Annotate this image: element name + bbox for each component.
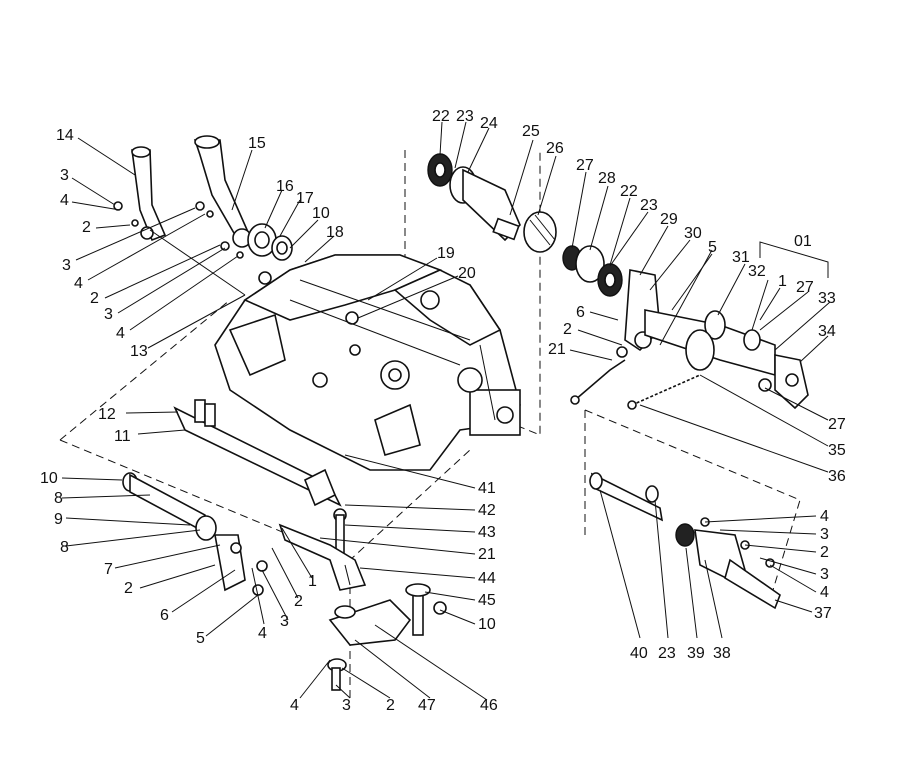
- fork-46-47: [327, 583, 447, 691]
- shift-rod-upper: [173, 399, 347, 556]
- callout-35: 35: [828, 442, 846, 459]
- callout-14: 14: [56, 127, 74, 144]
- callout-10: 10: [478, 616, 496, 633]
- callout-12: 12: [98, 406, 116, 423]
- callout-6: 6: [160, 607, 169, 624]
- callout-32: 32: [748, 263, 766, 280]
- callout-4: 4: [116, 325, 125, 342]
- callout-2: 2: [386, 697, 395, 714]
- bearing-16-17-18: [247, 223, 293, 285]
- callout-19: 19: [437, 245, 455, 262]
- callout-17: 17: [296, 190, 314, 207]
- callout-3: 3: [62, 257, 71, 274]
- callout-26: 26: [546, 140, 564, 157]
- callout-01: 01: [794, 233, 812, 250]
- callout-3: 3: [342, 697, 351, 714]
- callout-38: 38: [713, 645, 731, 662]
- callout-27: 27: [576, 157, 594, 174]
- callout-8: 8: [60, 539, 69, 556]
- callout-2: 2: [90, 290, 99, 307]
- callout-34: 34: [818, 323, 836, 340]
- callout-45: 45: [478, 592, 496, 609]
- callout-3: 3: [820, 566, 829, 583]
- callout-4: 4: [74, 275, 83, 292]
- callout-36: 36: [828, 468, 846, 485]
- callout-9: 9: [54, 511, 63, 528]
- callout-24: 24: [480, 115, 498, 132]
- callout-42: 42: [478, 502, 496, 519]
- callout-22: 22: [432, 108, 450, 125]
- callout-3: 3: [280, 613, 289, 630]
- callout-33: 33: [818, 290, 836, 307]
- callout-3: 3: [60, 167, 69, 184]
- lever-15: [193, 135, 252, 248]
- callout-5: 5: [708, 239, 717, 256]
- callout-23: 23: [658, 645, 676, 662]
- callout-27: 27: [796, 279, 814, 296]
- leader-lines: [61, 121, 831, 701]
- lower-right-assembly: [589, 472, 781, 610]
- callout-5: 5: [196, 630, 205, 647]
- callout-21: 21: [478, 546, 496, 563]
- callout-11: 11: [114, 428, 131, 445]
- callout-1: 1: [778, 273, 787, 290]
- shift-rod-lower: [122, 472, 268, 596]
- gearbox-housing: [214, 254, 521, 471]
- callout-2: 2: [563, 321, 572, 338]
- callout-18: 18: [326, 224, 344, 241]
- callout-4: 4: [820, 508, 829, 525]
- callout-8: 8: [54, 490, 63, 507]
- callout-2: 2: [294, 593, 303, 610]
- callout-10: 10: [40, 470, 58, 487]
- callout-20: 20: [458, 265, 476, 282]
- callout-21: 21: [548, 341, 566, 358]
- callout-39: 39: [687, 645, 705, 662]
- shaft-assembly-22-26: [427, 153, 557, 253]
- callout-29: 29: [660, 211, 678, 228]
- callout-43: 43: [478, 524, 496, 541]
- callout-41: 41: [478, 480, 496, 497]
- callout-15: 15: [248, 135, 266, 152]
- callout-4: 4: [290, 697, 299, 714]
- callout-47: 47: [418, 697, 436, 714]
- callout-7: 7: [104, 561, 113, 578]
- callout-37: 37: [814, 605, 832, 622]
- callout-25: 25: [522, 123, 540, 140]
- callout-16: 16: [276, 178, 294, 195]
- callout-30: 30: [684, 225, 702, 242]
- callout-2: 2: [820, 544, 829, 561]
- callout-3: 3: [104, 306, 113, 323]
- callout-2: 2: [82, 219, 91, 236]
- small-fasteners-left: [113, 201, 244, 259]
- callout-27: 27: [828, 416, 846, 433]
- callout-46: 46: [480, 697, 498, 714]
- callout-2: 2: [124, 580, 133, 597]
- callout-1: 1: [308, 573, 317, 590]
- callout-44: 44: [478, 570, 496, 587]
- callout-4: 4: [258, 625, 267, 642]
- callout-3: 3: [820, 526, 829, 543]
- callout-22: 22: [620, 183, 638, 200]
- callout-4: 4: [60, 192, 69, 209]
- right-shaft-assembly: [562, 245, 809, 410]
- callout-4: 4: [820, 584, 829, 601]
- callout-31: 31: [732, 249, 750, 266]
- callout-13: 13: [130, 343, 148, 360]
- callout-labels: 14 3 4 2 3 4 2 3 4 13 15 16 17 10 18 19 …: [40, 108, 846, 714]
- callout-40: 40: [630, 645, 648, 662]
- callout-28: 28: [598, 170, 616, 187]
- callout-10: 10: [312, 205, 330, 222]
- callout-6: 6: [576, 304, 585, 321]
- callout-23: 23: [640, 197, 658, 214]
- callout-23: 23: [456, 108, 474, 125]
- fork-44: [278, 523, 367, 591]
